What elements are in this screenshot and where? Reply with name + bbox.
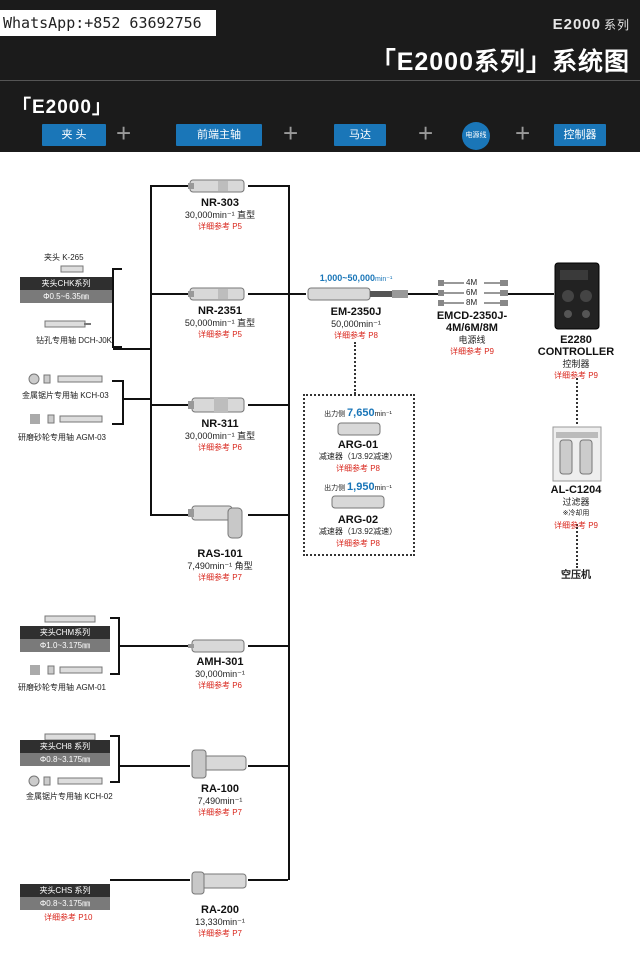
agm03-image xyxy=(30,414,103,424)
kch03-image xyxy=(28,373,103,385)
chs-ref: 详细参考 P10 xyxy=(44,913,93,922)
category-cable: 电源线 xyxy=(462,122,490,150)
page-title: 「E2000系列」系统图 xyxy=(370,48,630,76)
drill-spindle-label: 钻孔专用轴 DCH-J0K xyxy=(36,336,113,345)
motor-image xyxy=(307,287,408,301)
plus-icon: + xyxy=(116,118,132,148)
kch02-image xyxy=(28,775,103,787)
ch8-series-bar: 夹头CH8 系列 xyxy=(20,740,110,753)
reducer-box xyxy=(303,394,415,556)
arg01-image xyxy=(337,422,381,436)
spindle-ras101-image xyxy=(188,505,243,539)
series-label: 「E2000」 xyxy=(12,97,112,118)
chm-series-bar: 夹头CHM系列 xyxy=(20,626,110,639)
agm01-label: 研磨砂轮专用轴 AGM-01 xyxy=(18,683,107,692)
chk-range-bar: Φ0.5~6.35㎜ xyxy=(20,290,112,303)
kch02-label: 金属锯片专用轴 KCH-02 xyxy=(26,792,113,801)
compressor-label: 空压机 xyxy=(561,570,591,581)
drill-spindle-image xyxy=(44,320,91,328)
cable-image xyxy=(438,280,508,306)
spindle-nr303-image xyxy=(188,179,245,193)
chm-chuck-image xyxy=(44,615,96,623)
brand-name: E2000 xyxy=(552,16,601,33)
cable-length-4m: 4M xyxy=(466,278,478,287)
cable-length-8m: 8M xyxy=(466,298,478,307)
motor-speed-range: 1,000~50,000min⁻¹ xyxy=(319,273,393,283)
spindle-nr2351-image xyxy=(188,287,245,301)
chs-series-bar: 夹头CHS 系列 xyxy=(20,884,110,897)
category-controller: 控制器 xyxy=(554,124,606,146)
brand-sub: 系列 xyxy=(603,18,630,32)
category-chuck: 夹 头 xyxy=(42,124,106,146)
spindle-nr311-image xyxy=(188,397,245,413)
category-motor: 马达 xyxy=(334,124,386,146)
agm01-image xyxy=(30,665,103,675)
cable-length-6m: 6M xyxy=(466,288,478,297)
spindle-ra100-image xyxy=(191,749,247,779)
spindle-amh301-image xyxy=(188,639,245,653)
chk-series-bar: 夹头CHK系列 xyxy=(20,277,112,290)
kch03-label: 金属锯片专用轴 KCH-03 xyxy=(22,391,109,400)
agm03-label: 研磨砂轮专用轴 AGM-03 xyxy=(18,433,107,442)
arg02-image xyxy=(331,495,385,509)
chuck-k265-label: 夹头 K-265 xyxy=(44,253,84,262)
spindle-ra200-image xyxy=(191,871,247,895)
plus-icon: + xyxy=(283,118,299,148)
arg02-output: 出力侧 1,950min⁻¹ xyxy=(324,481,392,493)
category-spindle: 前端主轴 xyxy=(176,124,262,146)
chuck-k265-image xyxy=(60,265,84,273)
arg01-output: 出力侧 7,650min⁻¹ xyxy=(324,407,392,419)
chs-range-bar: Φ0.8~3.175㎜ xyxy=(20,897,110,910)
chm-range-bar: Φ1.0~3.175㎜ xyxy=(20,639,110,652)
filter-image xyxy=(552,426,602,482)
controller-image xyxy=(554,262,600,330)
header-divider xyxy=(0,80,640,81)
plus-icon: + xyxy=(418,118,434,148)
ch8-range-bar: Φ0.8~3.175㎜ xyxy=(20,753,110,766)
watermark: WhatsApp:+852 63692756 xyxy=(0,10,216,36)
plus-icon: + xyxy=(515,118,531,148)
